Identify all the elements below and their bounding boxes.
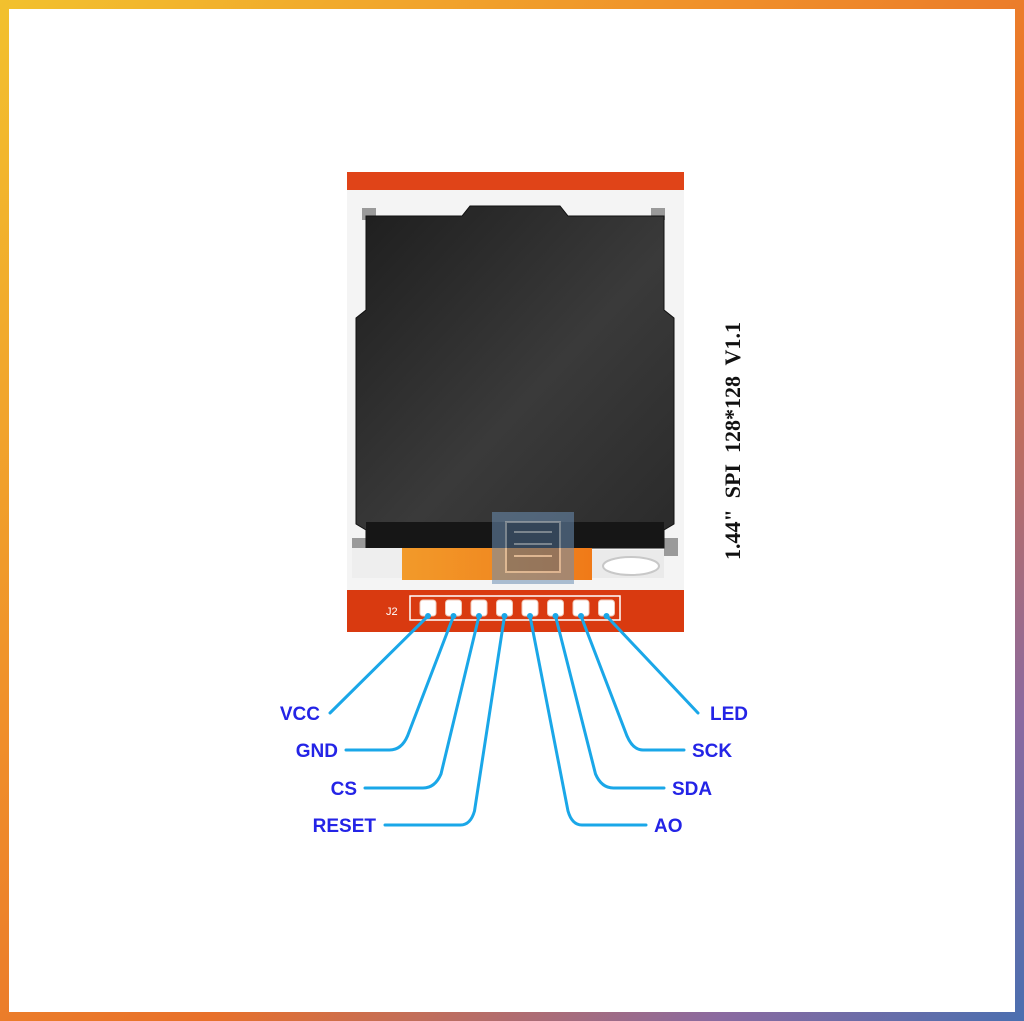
pin-wires xyxy=(328,613,700,827)
pin-label-ao: AO xyxy=(654,816,683,837)
pin-label-cs: CS xyxy=(331,779,357,800)
pin-label-vcc: VCC xyxy=(280,704,320,725)
watermark-logo xyxy=(492,512,574,584)
pin-label-sck: SCK xyxy=(692,741,732,762)
wire-led xyxy=(605,614,700,715)
header-label: J2 xyxy=(386,606,398,618)
wire-vcc xyxy=(328,614,430,715)
wire-dot-led xyxy=(603,613,610,619)
pin-label-led: LED xyxy=(710,704,748,725)
mounting-slot xyxy=(602,556,660,576)
pin-label-reset: RESET xyxy=(313,816,377,837)
wire-dot-sda xyxy=(552,613,559,619)
wire-ao xyxy=(528,614,648,827)
flex-left-pad xyxy=(352,548,402,578)
lcd-screen xyxy=(355,205,675,549)
module-title: 1.44" SPI 128*128 V1.1 xyxy=(720,322,745,560)
wire-dot-ao xyxy=(527,613,533,619)
wire-sda xyxy=(554,614,666,790)
wire-dot-vcc xyxy=(425,613,431,619)
wire-dot-gnd xyxy=(450,613,457,619)
wire-gnd xyxy=(344,614,455,752)
wire-sck xyxy=(579,614,686,752)
wire-reset xyxy=(383,614,506,827)
wire-dot-cs xyxy=(476,613,482,619)
pin-label-sda: SDA xyxy=(672,779,712,800)
pin-labels: VCC GND CS RESET AO SDA SCK LED xyxy=(280,704,748,837)
wire-cs xyxy=(363,614,481,790)
pin-label-gnd: GND xyxy=(296,741,338,762)
wire-dot-sck xyxy=(578,613,584,619)
pin-header-outline xyxy=(409,595,621,621)
pcb-top-strip xyxy=(347,172,684,192)
pin-header xyxy=(419,599,615,617)
wire-dot-reset xyxy=(501,613,508,619)
